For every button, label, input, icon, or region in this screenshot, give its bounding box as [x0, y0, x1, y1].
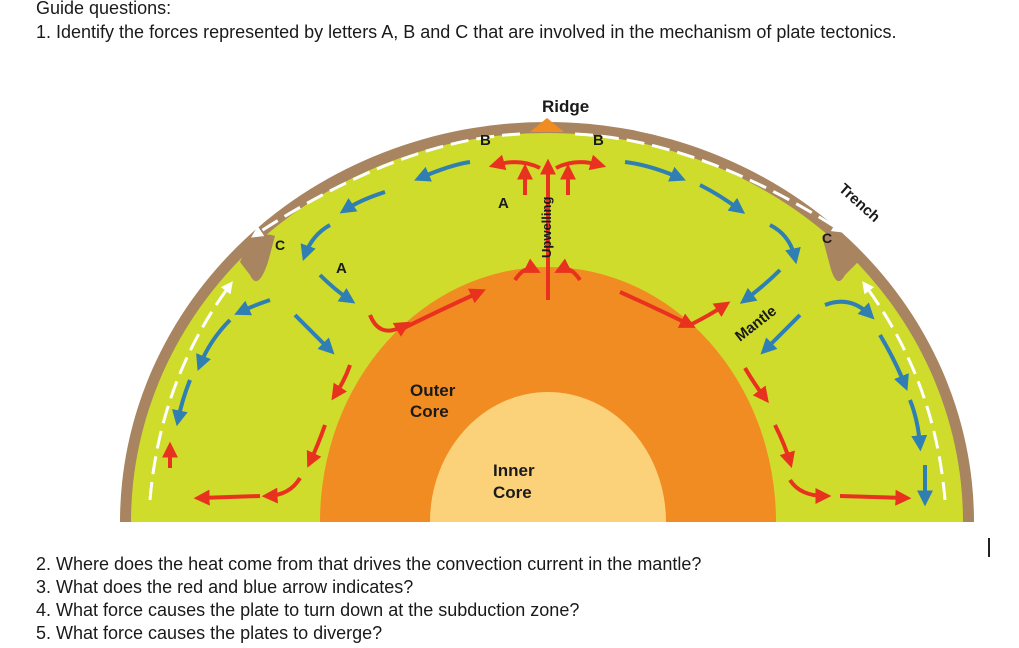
question-2: 2. Where does the heat come from that dr… — [36, 554, 702, 574]
plate-tectonics-diagram: Ridge B B A A C C Upwelling Trench Mantl… — [120, 97, 974, 522]
question-1: 1. Identify the forces represented by le… — [36, 22, 897, 42]
text-cursor — [988, 538, 990, 557]
trench-label: Trench — [835, 180, 883, 226]
cold-current-arrows — [172, 160, 933, 507]
letter-c-right: C — [822, 230, 832, 246]
letter-b-right: B — [593, 132, 604, 149]
question-3: 3. What does the red and blue arrow indi… — [36, 577, 414, 597]
inner-core-label-2: Core — [493, 483, 532, 502]
right-trench — [822, 234, 858, 282]
question-5: 5. What force causes the plates to diver… — [36, 623, 383, 643]
inner-core — [430, 392, 666, 522]
guide-heading: Guide questions: — [36, 0, 172, 18]
letter-a-left: A — [336, 260, 347, 277]
upwelling-label: Upwelling — [539, 197, 554, 258]
left-trench — [240, 234, 275, 282]
hot-current-arrows — [162, 154, 912, 506]
outer-core-label-2: Core — [410, 402, 449, 421]
inner-core-label-1: Inner — [493, 461, 535, 480]
letter-c-left: C — [275, 237, 285, 253]
question-4: 4. What force causes the plate to turn d… — [36, 600, 580, 620]
letter-a-center: A — [498, 195, 509, 212]
ridge-label: Ridge — [542, 97, 589, 116]
ridge-bump — [530, 118, 564, 132]
plate-motion-arrows — [148, 132, 947, 501]
outer-core-label-1: Outer — [410, 381, 456, 400]
letter-b-left: B — [480, 132, 491, 149]
